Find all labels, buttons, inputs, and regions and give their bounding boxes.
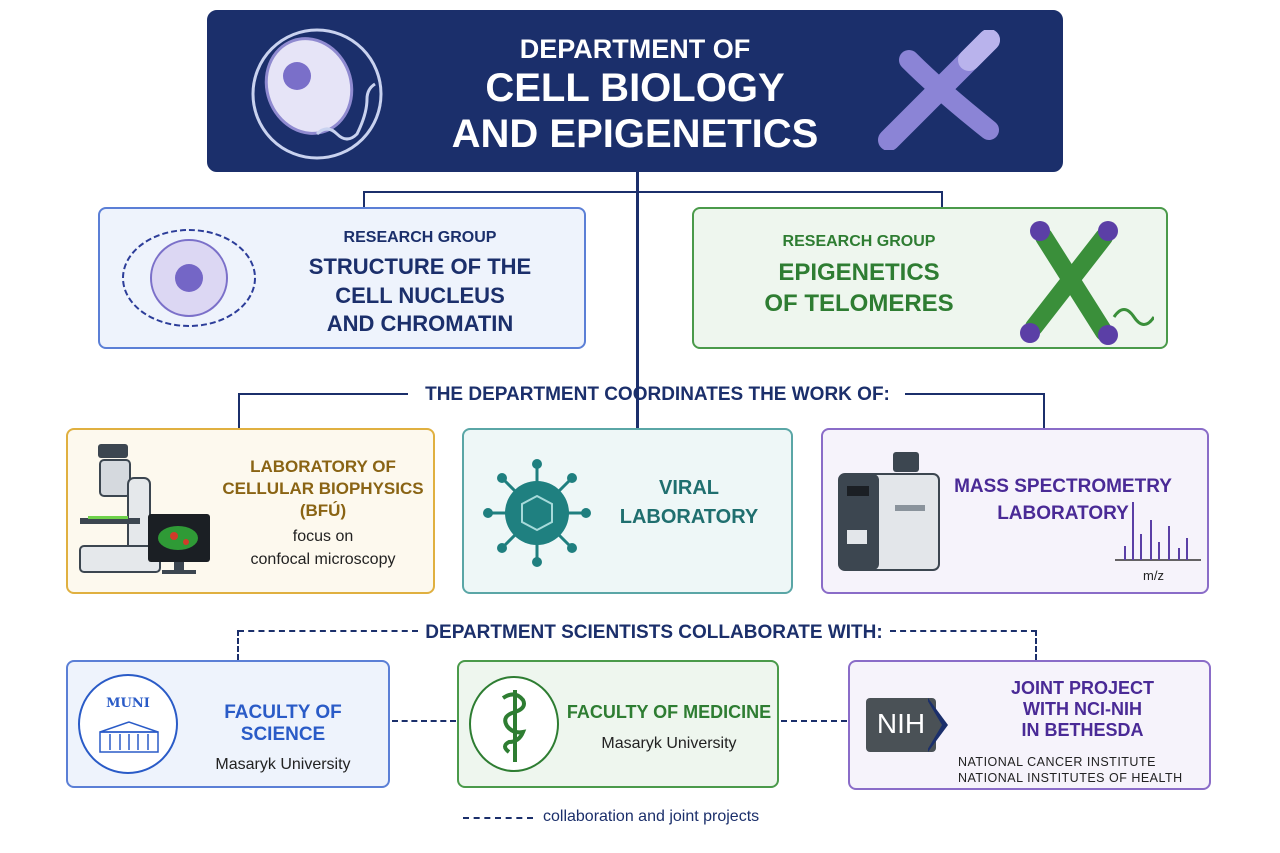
lab-desc-line: focus on bbox=[292, 528, 354, 546]
lab-title-line: CELLULAR BIOPHYSICS (BFÚ) bbox=[222, 479, 424, 521]
nih-logo-text: NIH bbox=[876, 708, 926, 739]
partner-title-line: JOINT PROJECT bbox=[1010, 678, 1155, 698]
group-title-line: STRUCTURE OF THE bbox=[308, 254, 532, 279]
lab-title-line: LABORATORY bbox=[619, 506, 759, 528]
research-group-telomeres: RESEARCH GROUP EPIGENETICS OF TELOMERES bbox=[692, 207, 1168, 349]
telomere-chromosome-icon bbox=[1020, 221, 1154, 345]
connector bbox=[1043, 393, 1045, 429]
header-line3: AND EPIGENETICS bbox=[451, 112, 819, 157]
spectrum-axis-label: m/z bbox=[1143, 568, 1164, 583]
partner-title-line: IN BETHESDA bbox=[1021, 720, 1144, 741]
nucleus-icon bbox=[122, 229, 256, 327]
rod-of-asclepius-icon bbox=[501, 690, 527, 762]
university-building-icon bbox=[99, 721, 159, 753]
header-line1: DEPARTMENT OF bbox=[519, 34, 751, 64]
confocal-microscope-icon bbox=[79, 444, 210, 574]
group-title-line: CELL NUCLEUS bbox=[335, 282, 505, 308]
research-group-nucleus: RESEARCH GROUP STRUCTURE OF THE CELL NUC… bbox=[98, 207, 586, 349]
dashed-connector bbox=[890, 630, 1037, 632]
partner-title-line: WITH NCI-NIH bbox=[1023, 699, 1142, 720]
collaborate-label: DEPARTMENT SCIENTISTS COLLABORATE WITH: bbox=[425, 622, 883, 643]
group-title-line: AND CHROMATIN bbox=[326, 311, 514, 337]
lab-title-line: MASS SPECTROMETRY bbox=[954, 476, 1172, 497]
nih-logo: NIH bbox=[866, 698, 950, 752]
partner-nci-nih: NIH JOINT PROJECT WITH NCI-NIH IN BETHES… bbox=[848, 660, 1211, 790]
lab-desc-line: confocal microscopy bbox=[250, 550, 396, 568]
group-title-line: EPIGENETICS bbox=[778, 259, 940, 286]
group-kicker: RESEARCH GROUP bbox=[343, 229, 497, 246]
dashed-connector bbox=[237, 630, 239, 660]
muni-logo: MUNI bbox=[78, 674, 178, 774]
group-title: STRUCTURE OF THE CELL NUCLEUS AND CHROMA… bbox=[270, 253, 570, 339]
lab-mass-spectrometry: MASS SPECTROMETRY LABORATORY m/z bbox=[821, 428, 1209, 594]
group-title: EPIGENETICS OF TELOMERES bbox=[734, 257, 984, 319]
legend-label: collaboration and joint projects bbox=[543, 808, 760, 825]
partner-title: FACULTY OF SCIENCE bbox=[224, 702, 342, 745]
dashed-connector bbox=[238, 630, 418, 632]
legend-dashed-line bbox=[463, 817, 533, 819]
connector bbox=[363, 191, 365, 208]
connector bbox=[941, 191, 943, 208]
partner-subtitle: Masaryk University bbox=[215, 756, 351, 773]
connector bbox=[238, 393, 408, 395]
connector bbox=[363, 191, 943, 193]
lab-title-line: LABORATORY bbox=[997, 502, 1129, 524]
connector bbox=[905, 393, 1045, 395]
medicine-logo bbox=[469, 676, 559, 772]
group-title-line: OF TELOMERES bbox=[764, 290, 954, 318]
virus-icon bbox=[483, 459, 591, 567]
partner-subtitle-line: NATIONAL CANCER INSTITUTE bbox=[958, 755, 1156, 769]
coordinates-label: THE DEPARTMENT COORDINATES THE WORK OF: bbox=[425, 384, 890, 405]
lab-viral: VIRAL LABORATORY bbox=[462, 428, 793, 594]
partner-faculty-medicine: FACULTY OF MEDICINE Masaryk University bbox=[457, 660, 779, 788]
spectrum-chart-icon bbox=[1115, 502, 1201, 561]
dashed-connector bbox=[392, 720, 456, 722]
partner-subtitle-line: NATIONAL INSTITUTES OF HEALTH bbox=[958, 771, 1183, 786]
mass-spectrometer-icon bbox=[838, 452, 940, 571]
partner-title: FACULTY OF MEDICINE bbox=[566, 702, 772, 722]
lab-biophysics: LABORATORY OF CELLULAR BIOPHYSICS (BFÚ) … bbox=[66, 428, 435, 594]
group-kicker: RESEARCH GROUP bbox=[782, 233, 936, 250]
partner-subtitle: Masaryk University bbox=[601, 735, 737, 752]
muni-logo-text: MUNI bbox=[106, 696, 150, 711]
header-line2: CELL BIOLOGY bbox=[485, 66, 785, 111]
connector bbox=[636, 172, 639, 428]
chromosome-icon bbox=[878, 30, 1000, 150]
dashed-connector bbox=[781, 720, 847, 722]
lab-title-line: LABORATORY OF bbox=[250, 457, 396, 476]
department-header: DEPARTMENT OF CELL BIOLOGY AND EPIGENETI… bbox=[207, 10, 1063, 172]
connector bbox=[238, 393, 240, 429]
dashed-connector bbox=[1035, 630, 1037, 660]
partner-faculty-science: MUNI FACULTY OF SCIENCE Masaryk Universi… bbox=[66, 660, 390, 788]
cell-icon bbox=[251, 28, 383, 160]
lab-title-line: VIRAL bbox=[659, 477, 719, 499]
